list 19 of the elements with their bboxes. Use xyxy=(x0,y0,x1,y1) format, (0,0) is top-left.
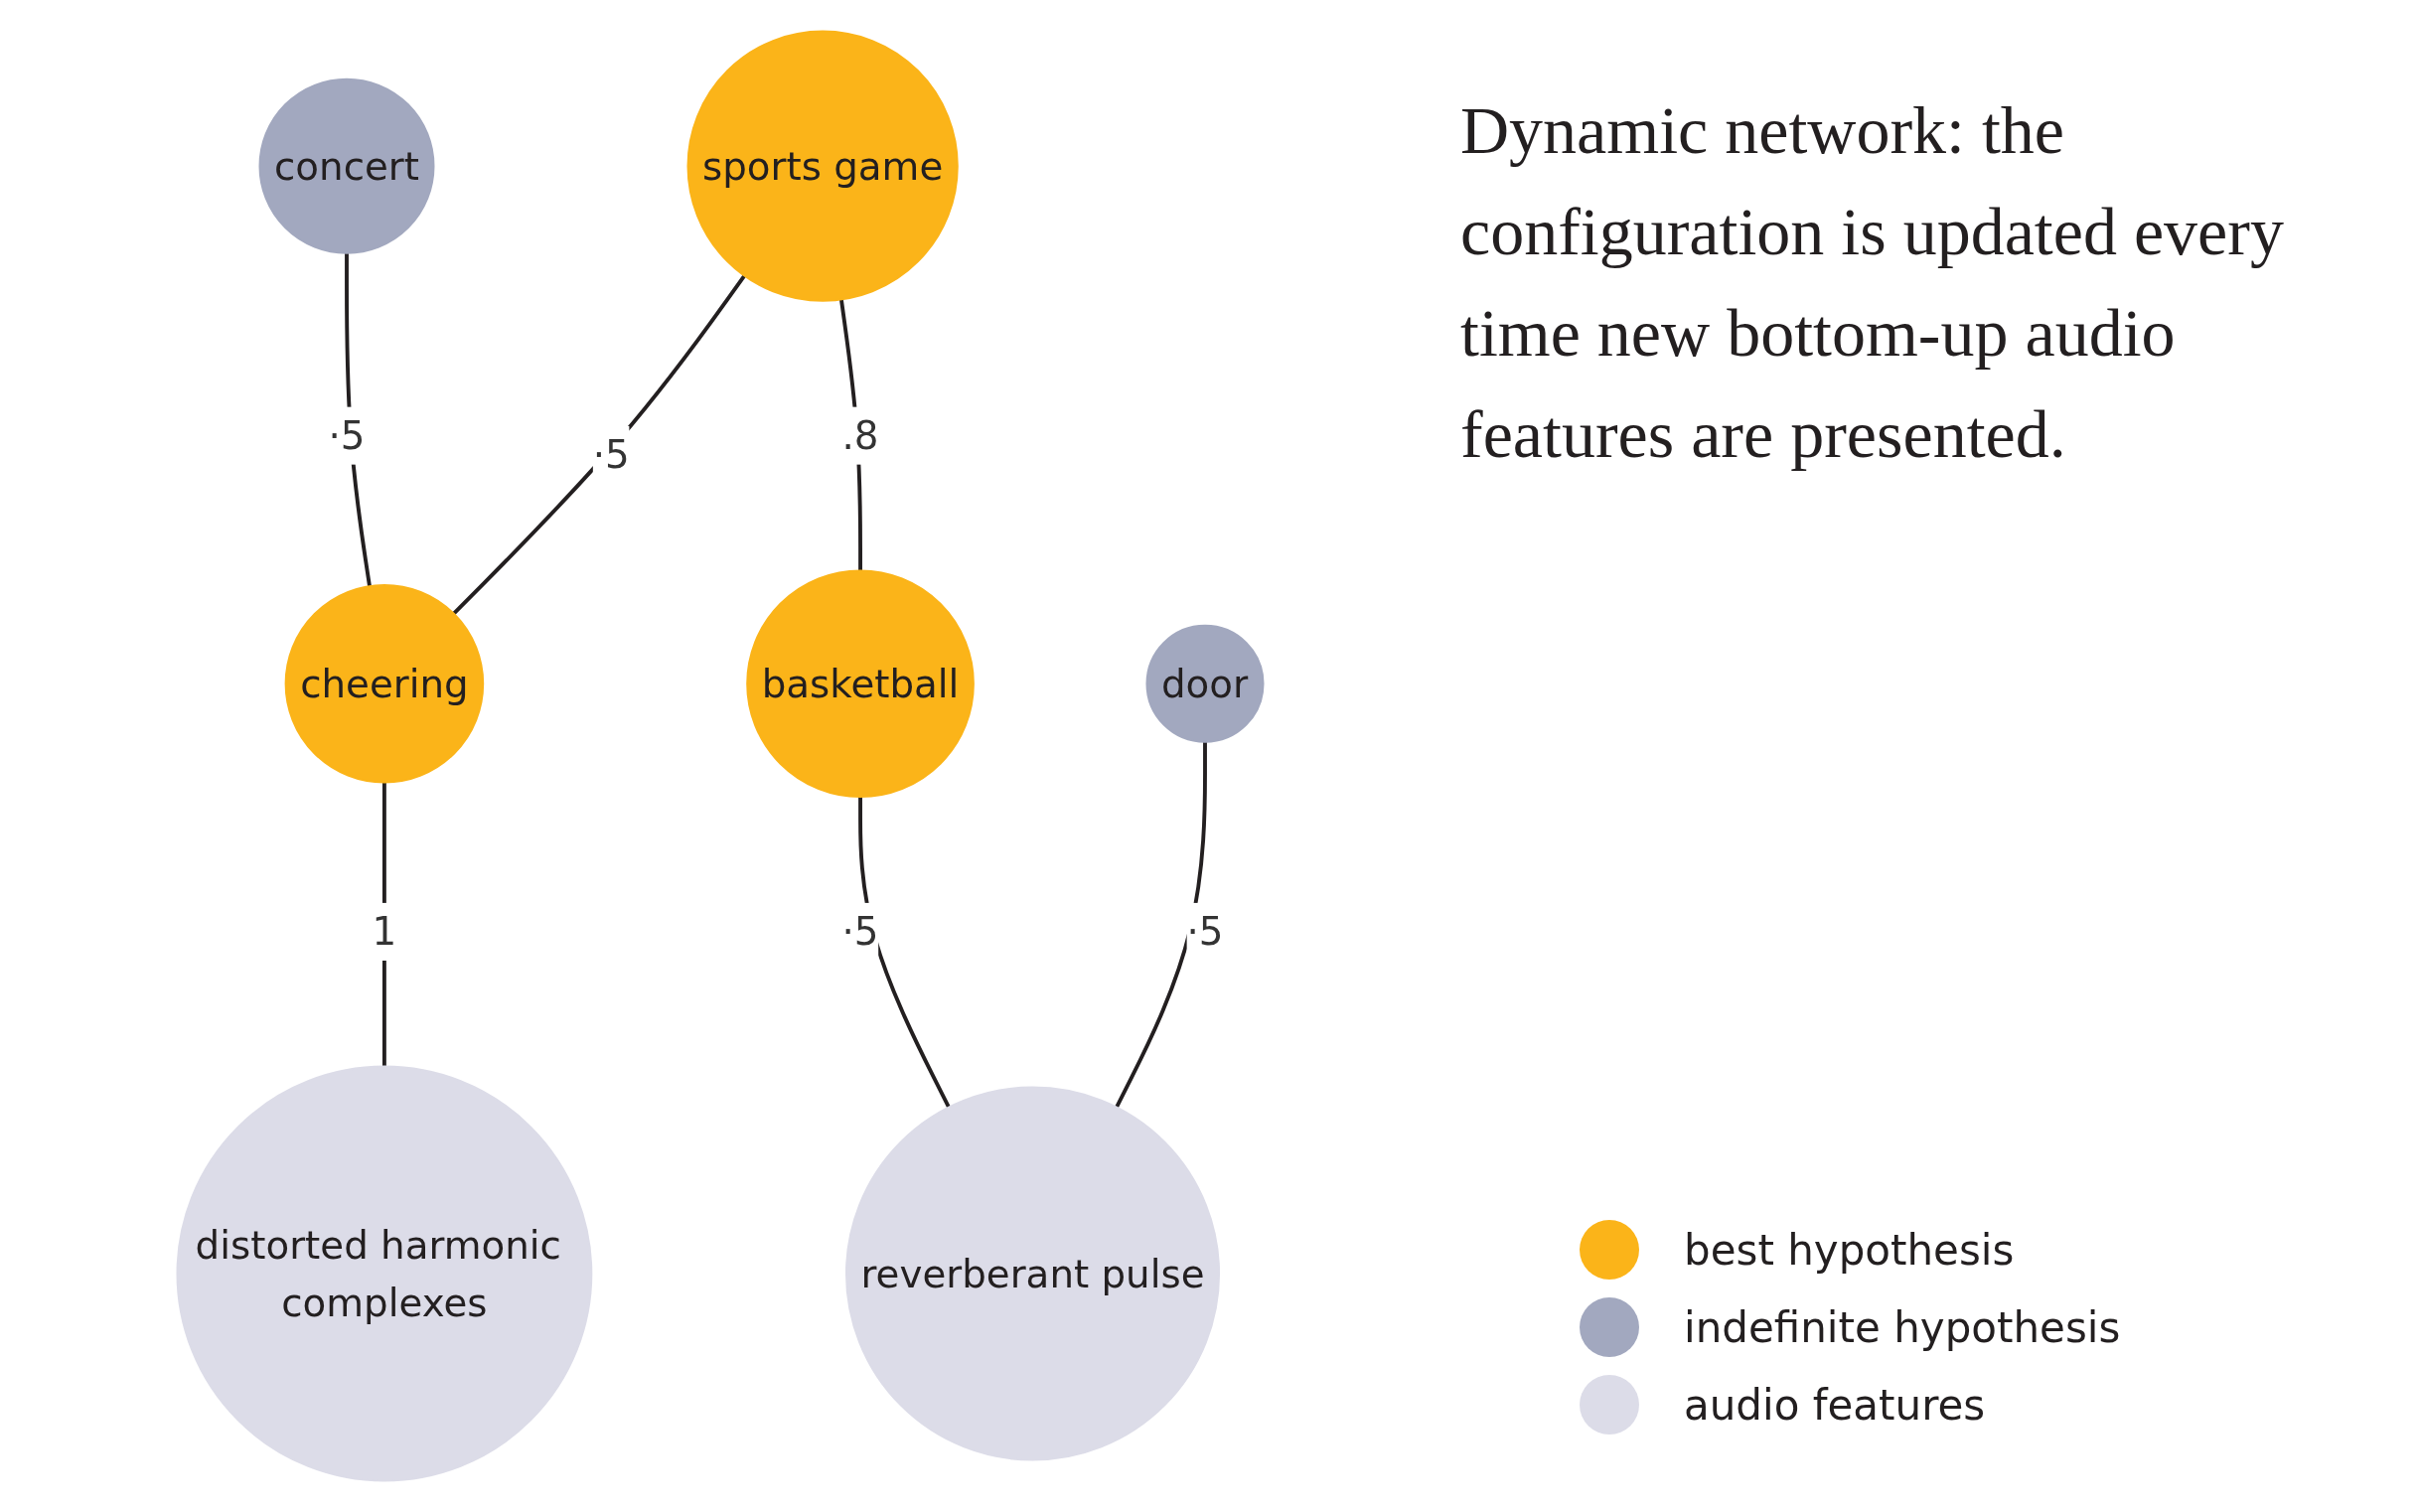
node-circle: distorted harmonic complexes xyxy=(176,1065,593,1482)
node-circle: cheering xyxy=(284,583,485,784)
edge-label: ·5 xyxy=(592,431,630,479)
node-circle: concert xyxy=(258,77,435,254)
connector xyxy=(1115,741,1207,1109)
connector xyxy=(452,274,746,616)
node-circle: sports game xyxy=(686,30,959,302)
node-circle: basketball xyxy=(746,569,975,799)
edge-label: ·5 xyxy=(841,908,879,956)
title: Dynamic network: the configuration is updated every time new bottom-up audio features are presented. xyxy=(1460,91,2285,474)
edge-label: 1 xyxy=(372,908,397,956)
legend-label: indefinite hypothesis xyxy=(1684,1302,2121,1352)
edge-label: ·5 xyxy=(328,412,366,459)
edge-label: ·5 xyxy=(1186,908,1224,956)
legend-label: best hypothesis xyxy=(1684,1225,2015,1275)
node-circle: reverberant pulse xyxy=(844,1086,1221,1461)
legend-label: audio features xyxy=(1684,1380,1986,1430)
edge-label: .8 xyxy=(841,412,879,459)
node-circle: door xyxy=(1145,624,1265,743)
